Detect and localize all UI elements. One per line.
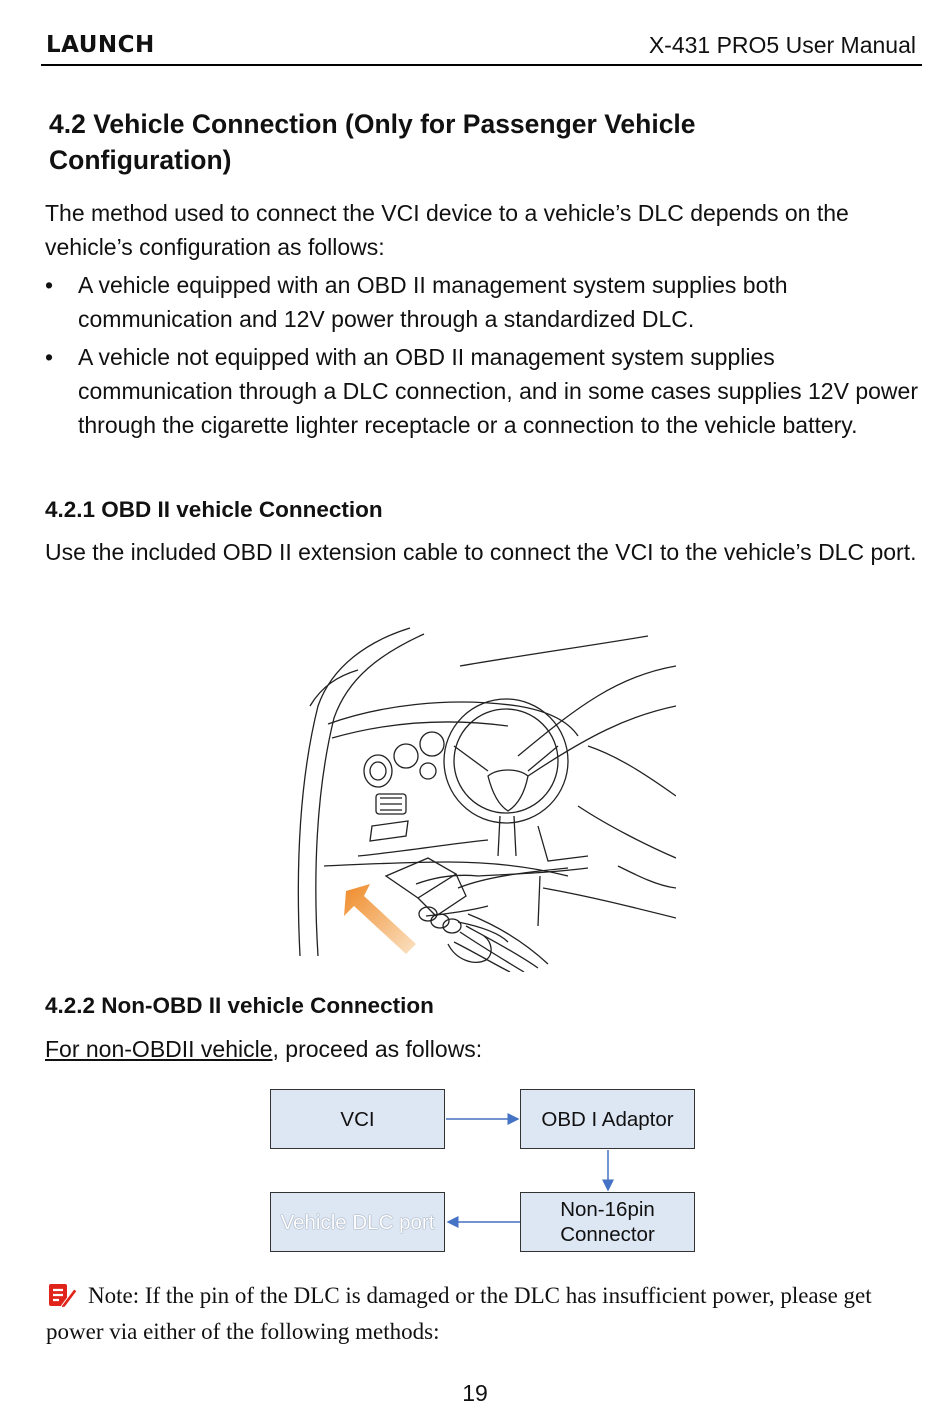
bullet-dot: • xyxy=(45,344,54,370)
brand-logo-text: LAUNCH xyxy=(46,32,155,58)
connector-line1: Non-16pin xyxy=(560,1198,655,1221)
connector-line2: Connector xyxy=(560,1223,655,1246)
note-block: Note: If the pin of the DLC is damaged o… xyxy=(46,1278,916,1350)
intro-paragraph: The method used to connect the VCI devic… xyxy=(45,200,849,260)
car-dashboard-obd-illustration xyxy=(297,627,676,972)
non-obd-text-after: , proceed as follows: xyxy=(272,1036,483,1062)
page-number: 19 xyxy=(462,1380,488,1406)
flow-box-vehicle-dlc-port: Vehicle DLC port xyxy=(270,1192,445,1252)
section-title: 4.2 Vehicle Connection (Only for Passeng… xyxy=(49,109,696,175)
flow-box-non16pin-connector: Non-16pin Connector xyxy=(520,1192,695,1252)
bullet-dot: • xyxy=(45,272,54,298)
bullet-text: A vehicle equipped with an OBD II manage… xyxy=(78,272,788,332)
obd-paragraph: Use the included OBD II extension cable … xyxy=(45,539,917,565)
non-obd-heading: 4.2.2 Non-OBD II vehicle Connection xyxy=(45,993,434,1018)
flow-box-obd1-adaptor: OBD I Adaptor xyxy=(520,1089,695,1149)
note-pencil-icon xyxy=(49,1284,78,1309)
header-rule xyxy=(41,64,922,66)
note-text: Note: If the pin of the DLC is damaged o… xyxy=(46,1283,872,1344)
flow-box-vci: VCI xyxy=(270,1089,445,1149)
bullet-text: A vehicle not equipped with an OBD II ma… xyxy=(78,344,918,438)
manual-title: X-431 PRO5 User Manual xyxy=(648,32,916,58)
obd-heading: 4.2.1 OBD II vehicle Connection xyxy=(45,497,383,522)
non-obd-paragraph: For non-OBDII vehicle, proceed as follow… xyxy=(45,1032,925,1066)
non-obd-link-text: For non-OBDII vehicle xyxy=(45,1036,273,1062)
